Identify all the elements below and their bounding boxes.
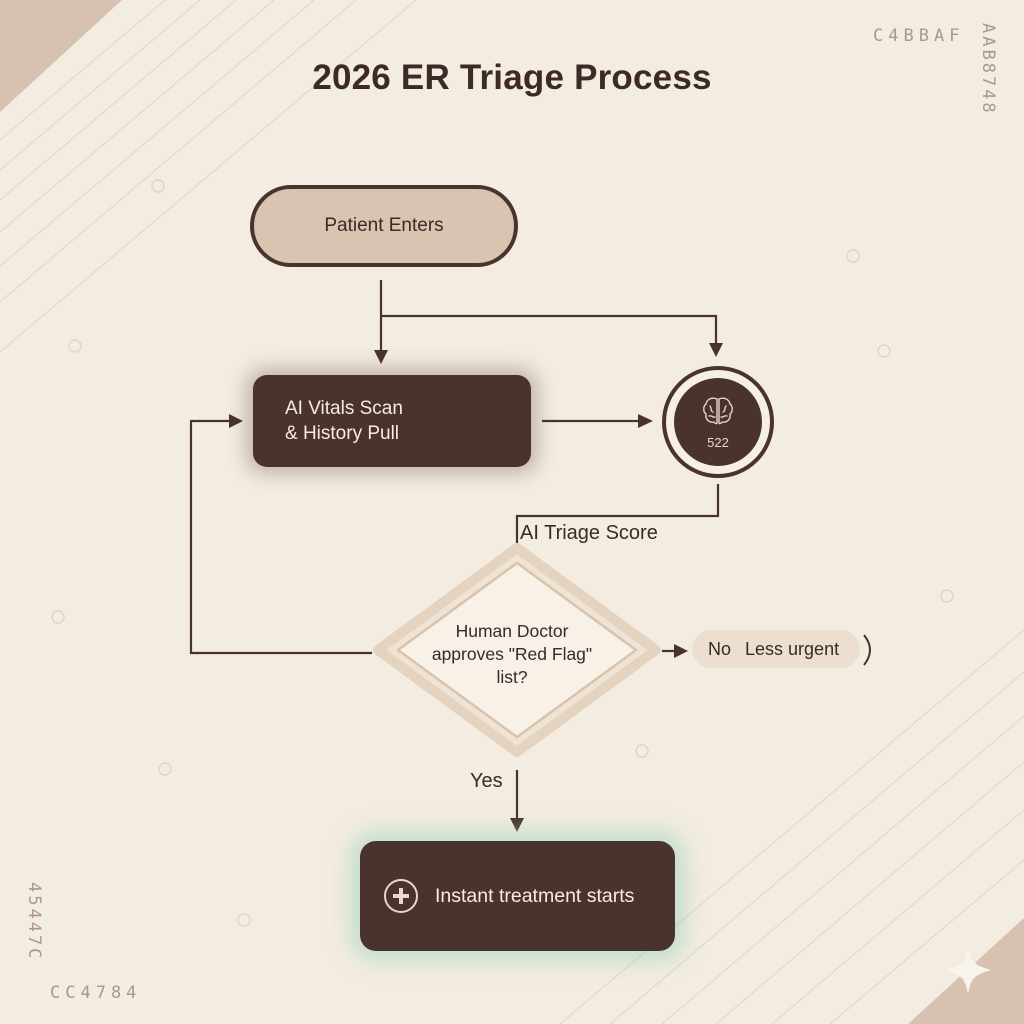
triage-score-label: AI Triage Score bbox=[520, 522, 658, 544]
start-node-label: Patient Enters bbox=[324, 215, 444, 236]
decision-node-label: Human Doctor approves "Red Flag" list? bbox=[412, 620, 612, 689]
sparkle-icon bbox=[944, 948, 992, 994]
code-label-top-right: C4BBAF bbox=[873, 26, 965, 46]
yes-branch-label: Yes bbox=[470, 770, 503, 792]
ai-vitals-scan-node: AI Vitals Scan & History Pull bbox=[253, 375, 531, 467]
arrow-into-treatment bbox=[510, 818, 524, 832]
treatment-node: Instant treatment starts bbox=[360, 841, 675, 951]
diagram-title: 2026 ER Triage Process bbox=[312, 58, 712, 97]
scan-node-label-line1: AI Vitals Scan bbox=[285, 398, 403, 419]
decision-label-line3: list? bbox=[496, 667, 528, 687]
decorative-dots bbox=[51, 179, 954, 927]
code-label-left-vertical: 45447C bbox=[24, 882, 44, 962]
edge-decision-loop-back bbox=[189, 419, 372, 655]
triage-score-value: 522 bbox=[707, 435, 729, 450]
decision-label-line1: Human Doctor bbox=[455, 621, 569, 641]
no-pill-bracket bbox=[863, 634, 871, 666]
decision-label-line2: approves "Red Flag" bbox=[431, 644, 593, 664]
brain-icon bbox=[703, 397, 733, 425]
arrow-into-score-left bbox=[638, 414, 653, 428]
arrow-into-scan-left bbox=[229, 414, 243, 428]
arrow-into-score-top bbox=[709, 343, 723, 357]
scan-node-label-line2: & History Pull bbox=[285, 423, 400, 444]
corner-triangle-top-left bbox=[0, 0, 122, 112]
plus-circle-icon bbox=[384, 879, 418, 913]
arrow-into-no bbox=[674, 644, 688, 658]
decision-diamond bbox=[373, 543, 661, 757]
code-label-bottom-left: CC4784 bbox=[50, 983, 142, 1003]
treatment-label: Instant treatment starts bbox=[435, 884, 635, 907]
edge-start-to-score bbox=[381, 314, 718, 345]
arrow-into-scan bbox=[374, 350, 388, 364]
start-node: Patient Enters bbox=[250, 185, 518, 267]
less-urgent-label: Less urgent bbox=[745, 638, 840, 659]
edge-score-to-decision bbox=[515, 484, 720, 544]
triage-score-node: 522 bbox=[674, 378, 762, 466]
less-urgent-node: No Less urgent bbox=[692, 630, 860, 668]
code-label-right-vertical: AAB8748 bbox=[978, 23, 998, 116]
no-branch-label: No bbox=[708, 638, 732, 659]
